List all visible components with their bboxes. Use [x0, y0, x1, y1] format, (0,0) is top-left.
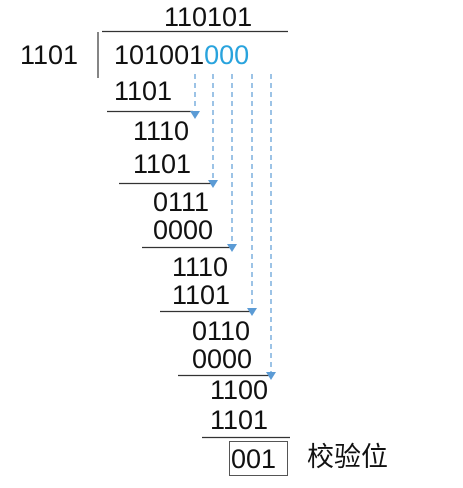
step-row: 1100	[210, 375, 269, 405]
remainder-label: 校验位	[307, 442, 388, 473]
remainder: 001	[231, 444, 277, 474]
divisor: 1101	[20, 40, 79, 70]
step-row: 0111	[153, 187, 210, 217]
arrowhead-3	[227, 244, 237, 252]
dividend-data-bits: 101001	[114, 40, 205, 70]
arrowhead-1	[190, 111, 200, 119]
dividend: 101001000	[114, 40, 249, 70]
step-row: 1110	[172, 252, 229, 282]
arrowhead-4	[247, 308, 257, 316]
arrowhead-2	[208, 180, 218, 188]
step-row: 0000	[192, 344, 253, 374]
quotient: 110101	[164, 2, 253, 32]
appended-zero-bits: 000	[204, 40, 250, 70]
remainder-box	[229, 441, 288, 476]
step-row: 1101	[172, 280, 231, 310]
step-row: 1101	[114, 76, 173, 106]
step-row: 1110	[133, 116, 190, 146]
step-row: 0110	[192, 316, 251, 346]
step-row: 0000	[153, 215, 214, 245]
step-row: 1101	[210, 405, 269, 435]
step-row: 1101	[133, 149, 192, 179]
arrowhead-5	[266, 372, 276, 380]
